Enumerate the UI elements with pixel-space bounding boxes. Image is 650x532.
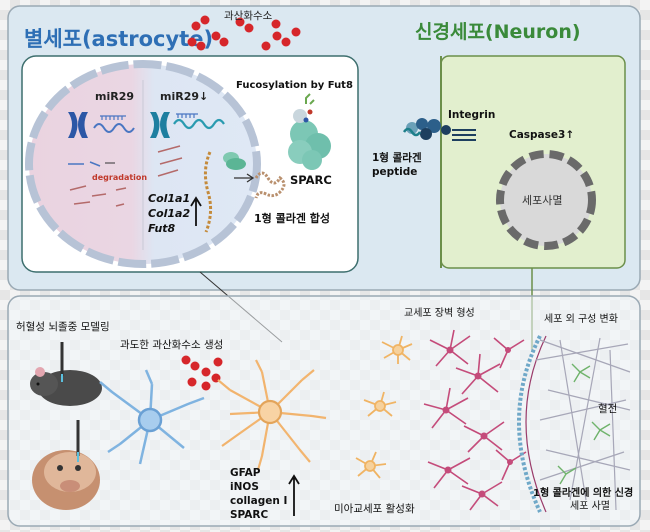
- upregulation-arrow-icon: [190, 196, 202, 226]
- fragment-icon: [68, 161, 101, 167]
- primate-model-icon: [32, 420, 100, 510]
- cell-death-label: 세포사멸: [522, 194, 562, 207]
- degradation-label: degradation: [92, 173, 147, 182]
- glial-scar-nuclei: [442, 346, 513, 498]
- sparc-label: SPARC: [290, 173, 332, 187]
- mir29-strand-left: [100, 115, 126, 120]
- mir29-normal-label: miR29: [95, 90, 134, 103]
- bottom-panel: [7, 295, 641, 527]
- gene-col1a1: Col1a1: [148, 192, 190, 205]
- neuron-death-line2: 세포 사멸: [570, 500, 610, 512]
- reactive-astrocyte-icon: [217, 359, 327, 471]
- secretion-arrow-icon: [234, 173, 255, 183]
- scar-boundary-inner: [525, 335, 547, 513]
- ecm-change-label: 세포 외 구성 변화: [544, 313, 618, 325]
- scar-boundary: [517, 335, 542, 513]
- excess-h2o2-label: 과도한 과산화수소 생성: [120, 339, 223, 351]
- collagen-peptide-icon: [254, 171, 286, 199]
- glial-scar-label: 교세포 장벽 형성: [404, 307, 475, 319]
- h2o2-molecules-bottom: [181, 355, 223, 391]
- microglia-label: 미아교세포 활성화: [334, 502, 415, 515]
- ecm-fibers: [535, 337, 631, 511]
- caspase-label: Caspase3↑: [509, 129, 574, 141]
- integrin-icon: [402, 118, 476, 141]
- marker-gfap: GFAP: [230, 467, 261, 479]
- marker-collagen: collagen I: [230, 495, 287, 507]
- thrombus-label: 혈전: [598, 402, 617, 415]
- resting-astrocyte-icon: [99, 369, 205, 465]
- mir29-strand-right: [176, 113, 198, 118]
- neuron-death-line1: 1형 콜라겐에 의한 신경: [533, 486, 633, 499]
- microglia-icons: [355, 335, 413, 479]
- glial-scar-cells: [423, 329, 527, 511]
- translated-collagen-strands: [157, 145, 183, 177]
- mir29-reduced-label: miR29↓: [160, 90, 208, 103]
- chromosome-icon-left: [68, 112, 88, 138]
- marker-inos: iNOS: [230, 481, 259, 493]
- h2o2-molecules-top: [187, 15, 301, 51]
- gene-col1a2: Col1a2: [148, 207, 190, 220]
- apoptotic-cell-icon: [496, 150, 596, 250]
- mrna-strand-right: [173, 118, 225, 130]
- gene-fut8: Fut8: [148, 222, 176, 235]
- marker-upregulation-arrow-icon: [288, 474, 300, 516]
- sparc-protein-icon: [288, 93, 331, 170]
- stroke-model-label: 허혈성 뇌졸중 모델링: [16, 320, 110, 333]
- neuron-title: 신경세포(Neuron): [415, 21, 581, 43]
- neuron-debris-icons: [557, 363, 611, 485]
- mouse-model-icon: [30, 342, 102, 406]
- collagen-synthesis-label: 1형 콜라겐 합성: [254, 211, 330, 225]
- chromosome-icon-right: [150, 112, 170, 138]
- ribosome-icon: [223, 152, 246, 170]
- integrin-label: Integrin: [448, 109, 495, 121]
- astrocyte-title: 별세포(astrocyte): [24, 27, 213, 51]
- marker-sparc: SPARC: [230, 509, 269, 521]
- collagen-fiber: [203, 151, 213, 233]
- peptide-line1: 1형 콜라겐: [372, 151, 422, 164]
- h2o2-label: 과산화수소: [224, 10, 273, 22]
- mrna-strand-left: [93, 123, 135, 133]
- degraded-fragments: [69, 185, 127, 207]
- fucosylation-label: Fucosylation by Fut8: [236, 80, 353, 91]
- peptide-line2: peptide: [372, 166, 417, 178]
